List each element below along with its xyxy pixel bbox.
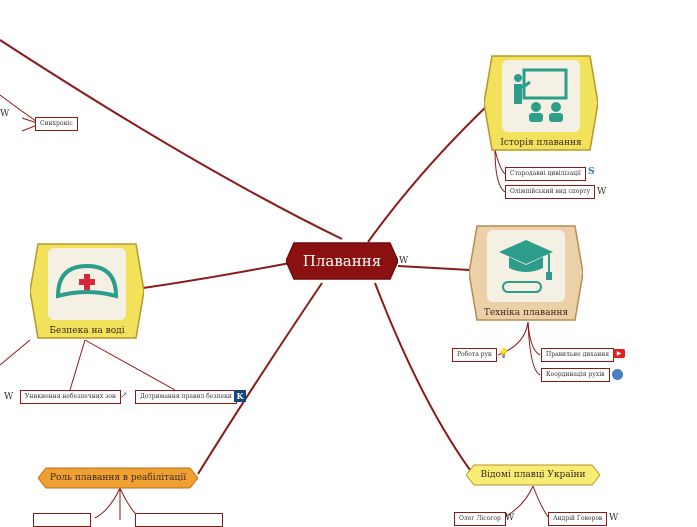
link-offscreen-topleft: [0, 39, 343, 240]
wikipedia-icon[interactable]: W: [609, 513, 619, 523]
subtopic-breathing[interactable]: Правильне дихання: [541, 348, 614, 362]
subtopic-synchro[interactable]: Синхроніс: [35, 117, 78, 131]
wikipedia-icon[interactable]: W: [597, 187, 607, 197]
topic-safety-label: Безпека на воді: [49, 326, 125, 336]
subtopic-arms[interactable]: Робота рук: [452, 348, 497, 362]
skype-icon[interactable]: S: [588, 167, 595, 177]
link-rehab: [197, 282, 323, 475]
topic-rehab-label: Роль плавання в реабілітації: [49, 473, 187, 483]
topic-safety[interactable]: Безпека на воді: [29, 242, 145, 340]
topic-famous[interactable]: Відомі плавці України: [466, 464, 600, 486]
youtube-icon[interactable]: ▶: [613, 349, 625, 358]
topic-technique-label: Техніка плавання: [483, 308, 569, 318]
presentation-icon: [502, 60, 580, 132]
wikipedia-icon[interactable]: W: [505, 513, 515, 523]
link-safety: [135, 262, 291, 290]
khan-academy-icon[interactable]: K: [234, 390, 246, 402]
globe-icon[interactable]: [612, 369, 623, 380]
subtopic-oleg[interactable]: Олег Лісогор: [454, 512, 506, 526]
subtopic-rules[interactable]: Дотримання правил безпеки: [135, 390, 237, 404]
topic-history[interactable]: Історія плавання: [483, 54, 599, 152]
link-famous: [374, 282, 471, 471]
link-history: [367, 102, 491, 243]
topic-history-label: Історія плавання: [500, 138, 582, 148]
rehab-subtopic-1[interactable]: [33, 513, 91, 527]
central-node-shape: [286, 242, 398, 280]
subtopic-ancient[interactable]: Стародавні цивілізації: [505, 167, 586, 181]
wikipedia-icon[interactable]: W: [399, 256, 409, 266]
topic-rehab[interactable]: Роль плавання в реабілітації: [38, 467, 198, 489]
rehab-subtopic-2[interactable]: [135, 513, 223, 527]
topic-technique[interactable]: Техніка плавання: [468, 224, 584, 322]
central-node[interactable]: Плавання: [286, 239, 398, 283]
central-node-label: Плавання: [302, 252, 382, 270]
subtopic-avoid-danger[interactable]: Уникнення небезпечних зон: [20, 390, 121, 404]
subtopic-olympic[interactable]: Олімпійський вид спорту: [505, 185, 596, 199]
link-technique: [397, 265, 471, 271]
topic-famous-label: Відомі плавці України: [480, 470, 586, 480]
wikipedia-icon[interactable]: W: [4, 392, 14, 402]
external-link-icon[interactable]: ↗: [120, 391, 128, 401]
wikipedia-icon[interactable]: W: [0, 109, 10, 119]
subtopic-coordination[interactable]: Координація рухів: [541, 368, 610, 382]
topic-rehab-shape: [38, 467, 198, 489]
subtopic-andriy[interactable]: Андрій Говоров: [548, 512, 608, 526]
bulb-icon[interactable]: 💡: [498, 349, 510, 359]
topic-famous-shape: [466, 464, 600, 486]
nurse-cap-icon: [48, 248, 126, 320]
graduation-cap-icon: [487, 230, 565, 302]
